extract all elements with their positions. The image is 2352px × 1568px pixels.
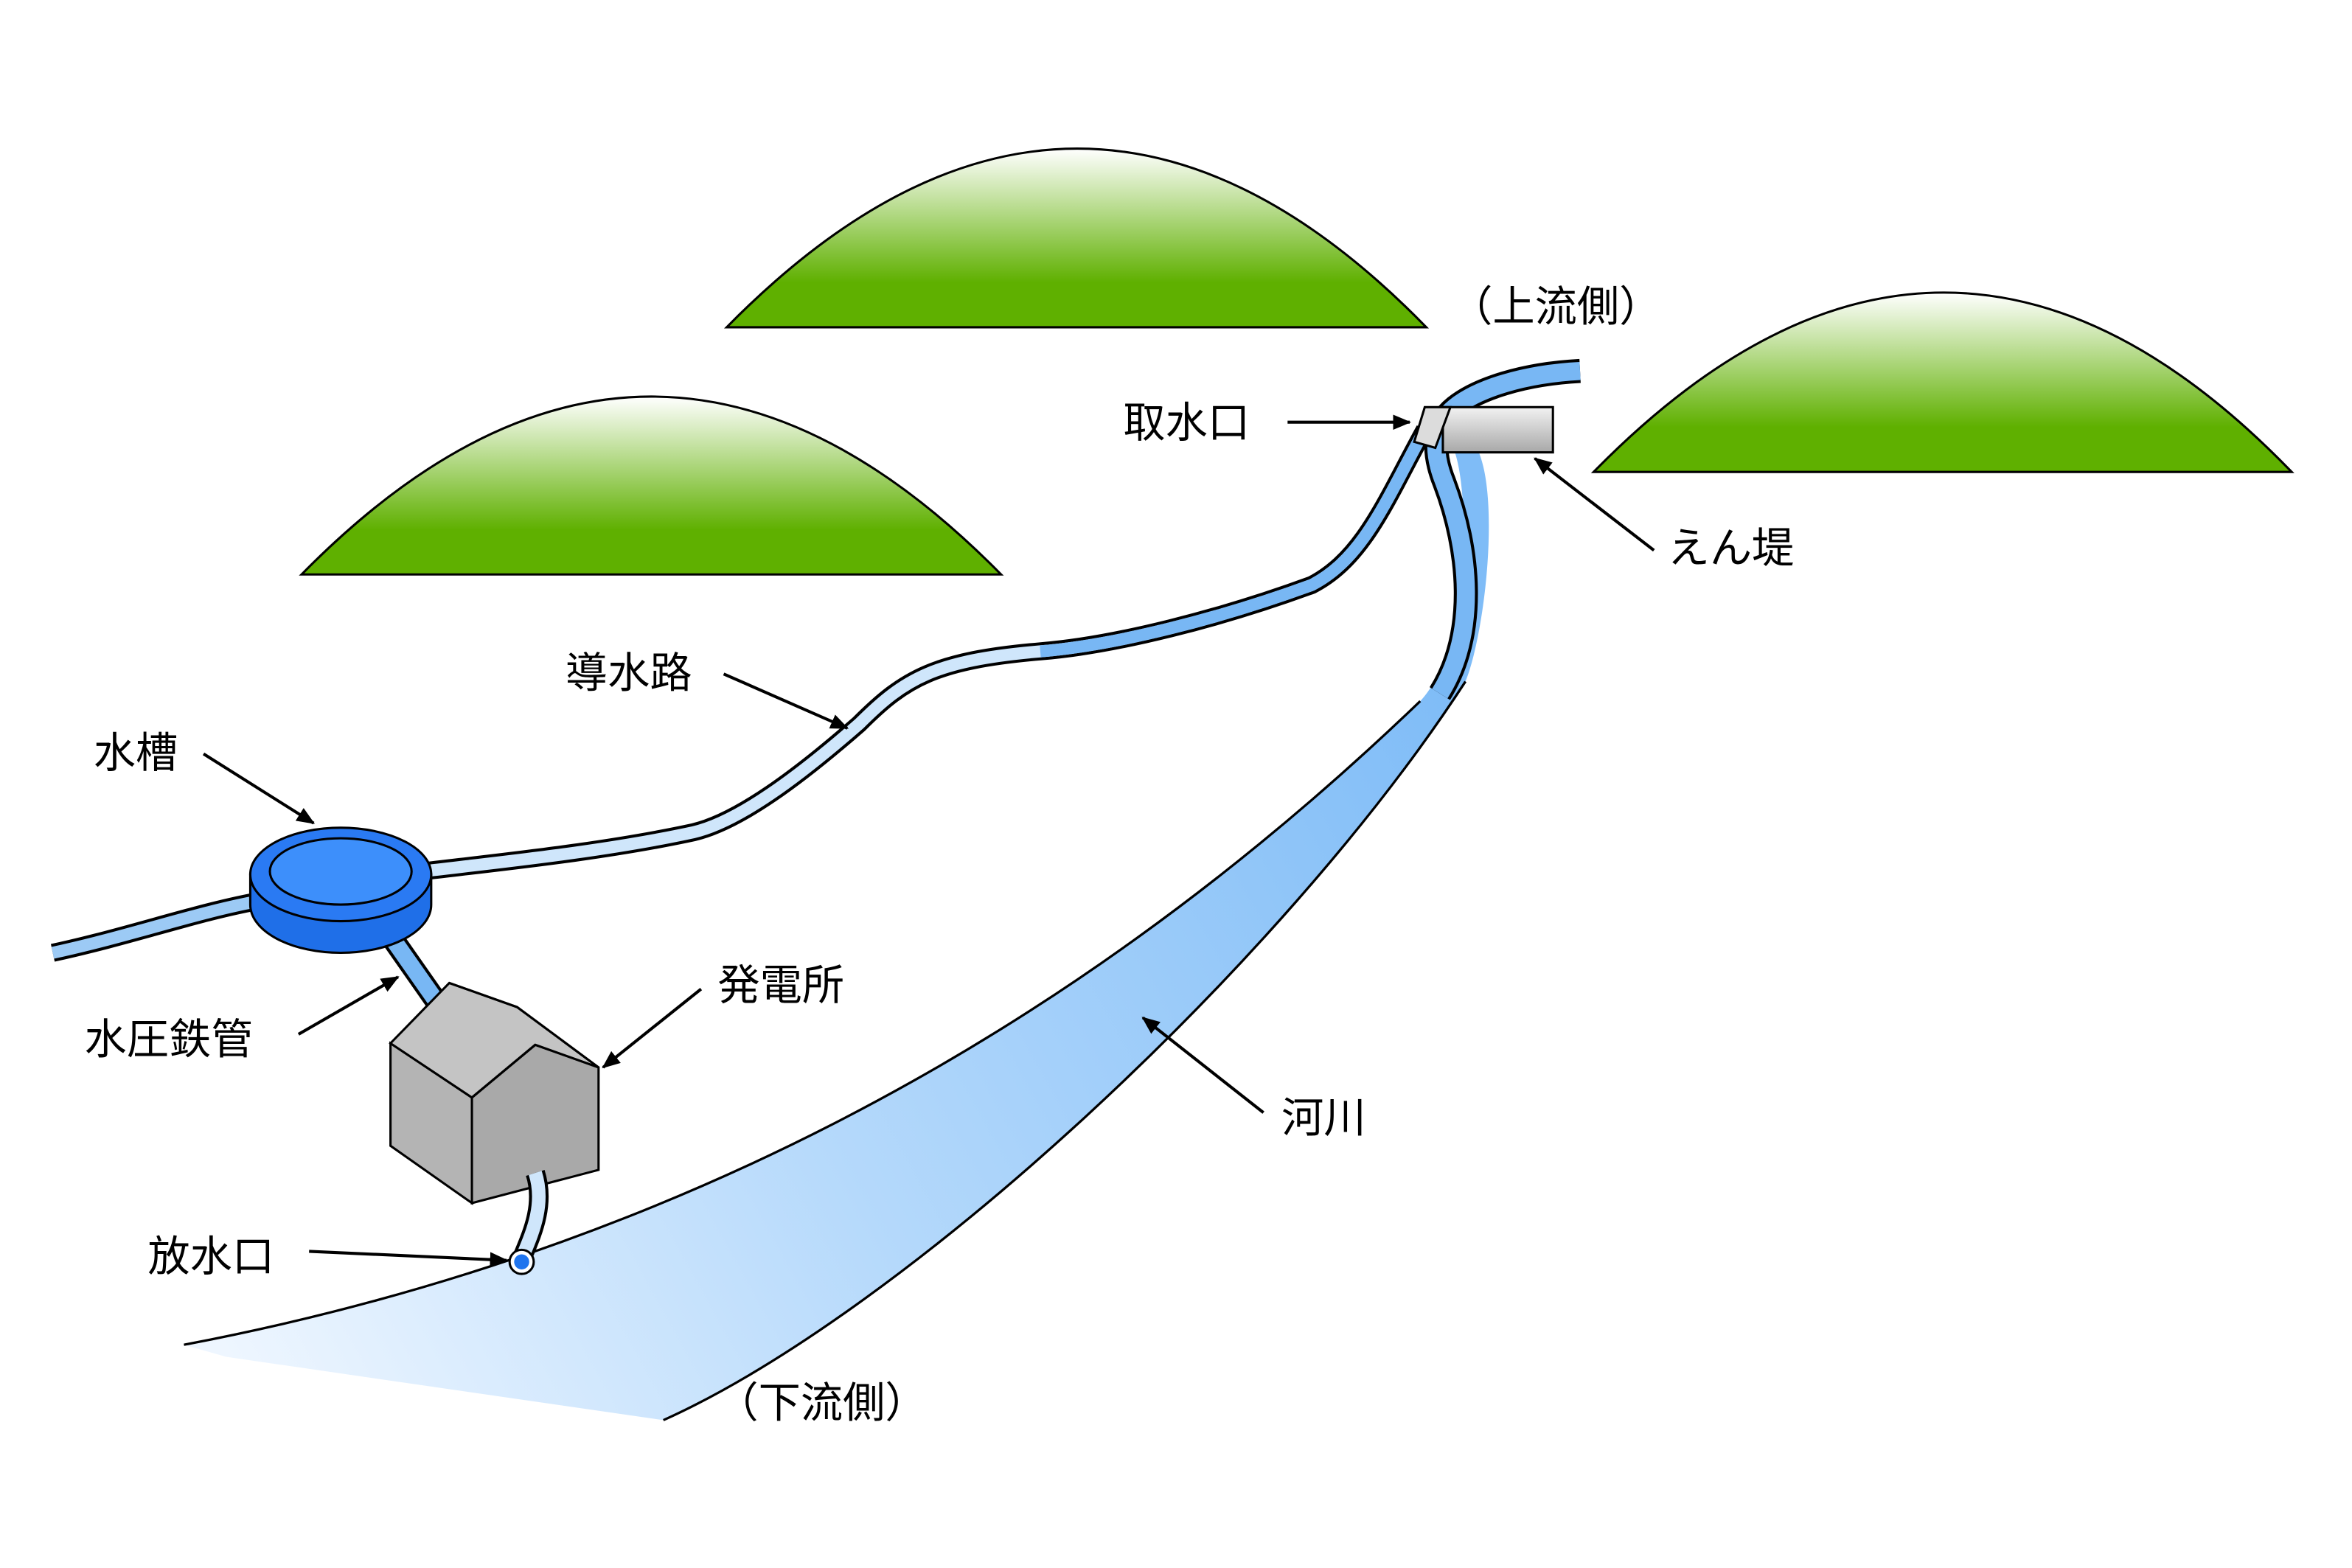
- label-head-tank: 水槽: [94, 728, 178, 778]
- arrow-weir: [1534, 457, 1655, 552]
- label-headrace: 導水路: [566, 649, 692, 698]
- label-outlet: 放水口: [147, 1232, 274, 1281]
- river-bank-left: [184, 700, 1422, 1346]
- arrow-outlet: [309, 1250, 509, 1267]
- label-upstream: （上流側）: [1450, 282, 1661, 332]
- hill-icon: [299, 395, 1004, 576]
- upper-river-fill: [1427, 361, 1581, 699]
- inlet-channel: [51, 893, 265, 959]
- river-bank-right: [663, 680, 1466, 1421]
- hill-icon: [723, 147, 1430, 329]
- headrace-channel-upper: [1040, 426, 1430, 658]
- label-penstock: 水圧鉄管: [85, 1015, 254, 1065]
- label-power-station: 発電所: [717, 961, 844, 1010]
- water-tank-icon: [248, 826, 433, 955]
- arrow-headrace: [723, 672, 849, 730]
- label-river: 河川: [1281, 1093, 1366, 1143]
- arrow-power-station: [602, 988, 703, 1069]
- power-house-icon: [389, 981, 600, 1205]
- arrow-tank: [202, 752, 316, 825]
- weir-icon: [1413, 405, 1554, 454]
- arrow-river: [1141, 1016, 1264, 1114]
- outlet-icon-inner: [514, 1254, 529, 1269]
- river-body: [184, 449, 1489, 1421]
- label-intake: 取水口: [1123, 398, 1250, 447]
- hill-icon: [1590, 291, 2294, 473]
- arrow-penstock: [297, 975, 400, 1036]
- label-downstream: （下流側）: [716, 1378, 927, 1427]
- label-weir: えん堤: [1668, 523, 1795, 573]
